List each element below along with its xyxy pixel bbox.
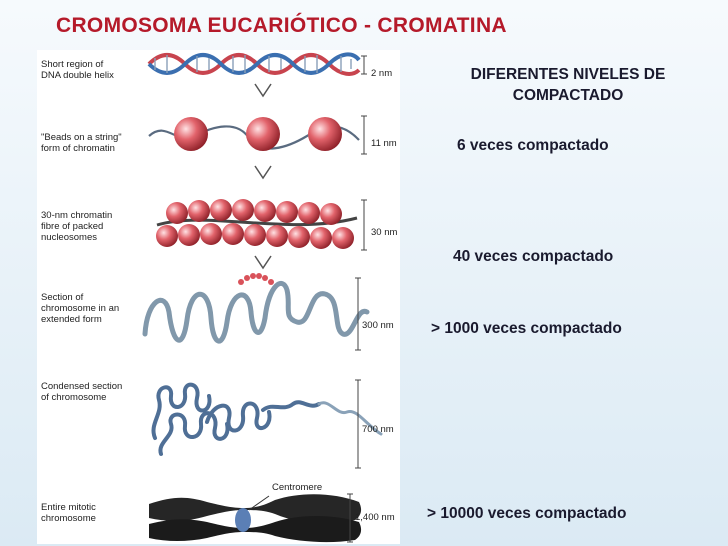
arrow-down-icon — [255, 256, 271, 268]
scale-brackets — [347, 56, 367, 542]
condensed-chromosome-section — [153, 385, 381, 454]
mitotic-chromosome — [149, 494, 361, 542]
centromere-label: Centromere — [272, 482, 322, 493]
level-10000x: > 10000 veces compactado — [427, 505, 626, 523]
levels-heading: DIFERENTES NIVELES DE COMPACTADO — [436, 64, 700, 106]
scale-label-300nm: 300 nm — [362, 320, 394, 331]
level-1000x: > 1000 veces compactado — [431, 320, 622, 338]
scale-label-1400nm: 1,400 nm — [355, 512, 395, 523]
scale-label-2nm: 2 nm — [371, 68, 392, 79]
level-6x: 6 veces compactado — [457, 137, 609, 155]
arrow-down-icon — [255, 166, 271, 178]
scale-label-30nm: 30 nm — [371, 227, 397, 238]
level-40x: 40 veces compactado — [453, 248, 613, 266]
arrow-down-icon — [255, 84, 271, 96]
chromatin-fibre-30nm — [156, 199, 357, 249]
fibre-detail — [238, 273, 274, 285]
page-title: CROMOSOMA EUCARIÓTICO - CROMATINA — [56, 14, 507, 38]
extended-chromosome-loops — [145, 283, 367, 341]
stage-label-beads-on-string: "Beads on a string"form of chromatin — [41, 132, 122, 154]
scale-label-11nm: 11 nm — [371, 138, 397, 149]
dna-double-helix — [149, 54, 359, 74]
scale-label-700nm: 700 nm — [362, 424, 394, 435]
beads-on-string — [149, 117, 359, 151]
